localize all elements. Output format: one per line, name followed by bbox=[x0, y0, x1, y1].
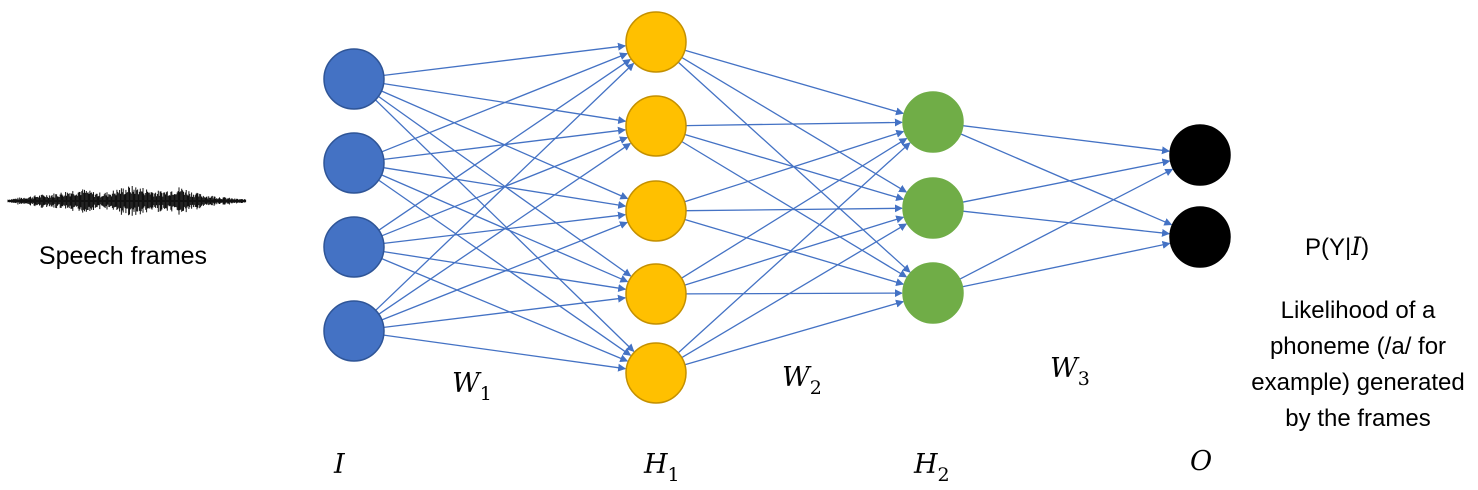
layer-letter: H bbox=[643, 449, 668, 480]
layer-label-output: O bbox=[1190, 446, 1212, 477]
weight-subscript: 3 bbox=[1078, 368, 1090, 390]
hidden-2-node-1 bbox=[902, 91, 964, 153]
edge-l1-3-4 bbox=[383, 334, 627, 372]
layer-letter: H bbox=[913, 449, 938, 480]
output-probability-var: I bbox=[1350, 232, 1362, 261]
edge-l3-0-1 bbox=[960, 133, 1173, 226]
weight-letter: W bbox=[1050, 353, 1080, 384]
edge-l2-0-0 bbox=[684, 49, 904, 116]
hidden-2-node-2 bbox=[902, 177, 964, 239]
edge-l2-4-2 bbox=[684, 299, 904, 366]
edge-l1-1-0 bbox=[381, 52, 628, 153]
weight-subscript: 2 bbox=[810, 377, 822, 399]
edge-l2-3-1 bbox=[684, 215, 905, 286]
layer-letter: O bbox=[1190, 446, 1212, 477]
output-probability-prefix: P(Y| bbox=[1305, 234, 1351, 261]
input-node-2 bbox=[323, 132, 385, 194]
edge-l3-1-0 bbox=[962, 158, 1171, 203]
layer-subscript: 1 bbox=[668, 464, 680, 486]
input-node-1 bbox=[323, 48, 385, 110]
edge-l2-2-0 bbox=[684, 129, 905, 203]
layer-label-input: I bbox=[333, 449, 346, 480]
edge-l2-3-2 bbox=[685, 289, 903, 298]
edge-l1-3-0 bbox=[375, 62, 635, 311]
edge-l3-2-0 bbox=[959, 168, 1174, 280]
hidden-1-node-4 bbox=[625, 263, 687, 325]
svg-text:O: O bbox=[1190, 446, 1212, 477]
svg-text:H1: H1 bbox=[643, 449, 680, 486]
hidden-1-node-1 bbox=[625, 11, 687, 73]
output-description-line: example) generated bbox=[1251, 369, 1464, 396]
layer-letter: I bbox=[333, 449, 346, 480]
output-description-line: by the frames bbox=[1285, 405, 1430, 432]
connection-edges bbox=[375, 42, 1174, 372]
edge-l3-0-0 bbox=[962, 125, 1170, 155]
edge-l1-2-3 bbox=[383, 250, 627, 293]
network-nodes bbox=[323, 11, 1231, 404]
output-probability-suffix: ) bbox=[1361, 234, 1369, 261]
output-probability: P(Y|I) bbox=[1305, 232, 1369, 261]
output-description-line: phoneme (/a/ for bbox=[1270, 333, 1446, 360]
edge-l1-0-4 bbox=[375, 99, 635, 352]
svg-text:W2: W2 bbox=[782, 362, 822, 399]
edge-l2-3-0 bbox=[681, 137, 908, 279]
edge-l1-3-2 bbox=[381, 221, 628, 321]
hidden-1-node-2 bbox=[625, 95, 687, 157]
weight-letter: W bbox=[782, 362, 812, 393]
svg-text:W1: W1 bbox=[452, 368, 492, 405]
output-node-2 bbox=[1169, 206, 1231, 268]
edge-l2-4-0 bbox=[677, 142, 911, 354]
edge-l1-2-0 bbox=[378, 58, 632, 231]
output-node-1 bbox=[1169, 124, 1231, 186]
speech-waveform-icon bbox=[7, 186, 247, 216]
weight-label-w2: W2 bbox=[782, 362, 822, 399]
hidden-1-node-5 bbox=[625, 342, 687, 404]
weight-letter: W bbox=[452, 368, 482, 399]
edge-l2-0-1 bbox=[681, 56, 908, 193]
edge-l2-4-1 bbox=[681, 223, 908, 359]
edge-l1-0-0 bbox=[383, 42, 626, 77]
edge-l1-2-4 bbox=[381, 258, 629, 363]
layer-subscript: 2 bbox=[938, 464, 950, 486]
weight-label-w1: W1 bbox=[452, 368, 492, 405]
edge-l1-1-4 bbox=[378, 179, 632, 356]
hidden-1-node-3 bbox=[625, 180, 687, 242]
input-node-3 bbox=[323, 216, 385, 278]
svg-text:I: I bbox=[333, 449, 346, 480]
edge-l2-1-0 bbox=[685, 118, 903, 127]
weight-subscript: 1 bbox=[480, 383, 492, 405]
edge-l2-2-1 bbox=[685, 204, 903, 213]
input-node-4 bbox=[323, 300, 385, 362]
edge-l1-3-3 bbox=[383, 294, 626, 329]
hidden-2-node-3 bbox=[902, 262, 964, 324]
svg-text:W3: W3 bbox=[1050, 353, 1090, 390]
input-caption: Speech frames bbox=[39, 242, 207, 270]
edge-l2-2-2 bbox=[684, 218, 905, 286]
output-description-line: Likelihood of a bbox=[1281, 297, 1436, 324]
layer-label-hidden-2: H2 bbox=[913, 449, 950, 486]
svg-text:H2: H2 bbox=[913, 449, 950, 486]
edge-l1-3-1 bbox=[378, 142, 632, 315]
edge-l3-2-1 bbox=[962, 240, 1171, 288]
output-description: Likelihood of a phoneme (/a/ for example… bbox=[1251, 297, 1464, 432]
layer-label-hidden-1: H1 bbox=[643, 449, 680, 486]
edge-l3-1-1 bbox=[962, 210, 1170, 237]
weight-label-w3: W3 bbox=[1050, 353, 1090, 390]
